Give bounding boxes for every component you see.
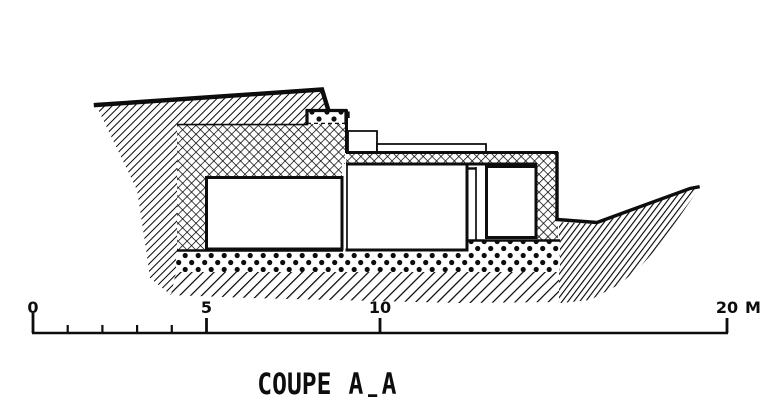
scale-bar <box>31 313 729 335</box>
clerestory-box-high <box>347 130 378 153</box>
drawing-title: COUPE A_A <box>0 366 711 401</box>
title-text: COUPE A_A <box>257 366 397 401</box>
terrain-left-mass <box>96 89 328 295</box>
wall-right-mass <box>537 152 558 241</box>
room-left <box>205 176 344 251</box>
terrain-bottom-band <box>171 272 560 303</box>
scale-label-20: 20 <box>715 298 739 317</box>
title-separator: _ <box>368 363 378 397</box>
terrain-top-edge <box>93 87 331 112</box>
clerestory-box-low <box>376 143 487 153</box>
title-word: COUPE <box>257 367 332 401</box>
scale-label-0: 0 <box>27 298 39 317</box>
title-a1: A <box>348 367 364 401</box>
room-middle <box>346 163 467 252</box>
roof-slab <box>346 152 557 164</box>
terrain-right-wedge <box>559 188 698 303</box>
scale-label-5: 5 <box>200 298 213 317</box>
wall-left-mass <box>177 124 345 251</box>
scale-label-10: 10 <box>368 298 392 317</box>
room-right <box>485 165 538 239</box>
gravel-bed <box>176 241 560 272</box>
title-a2: A <box>381 367 397 401</box>
ground-line-right <box>555 185 700 225</box>
scale-unit-label: M <box>745 298 761 317</box>
